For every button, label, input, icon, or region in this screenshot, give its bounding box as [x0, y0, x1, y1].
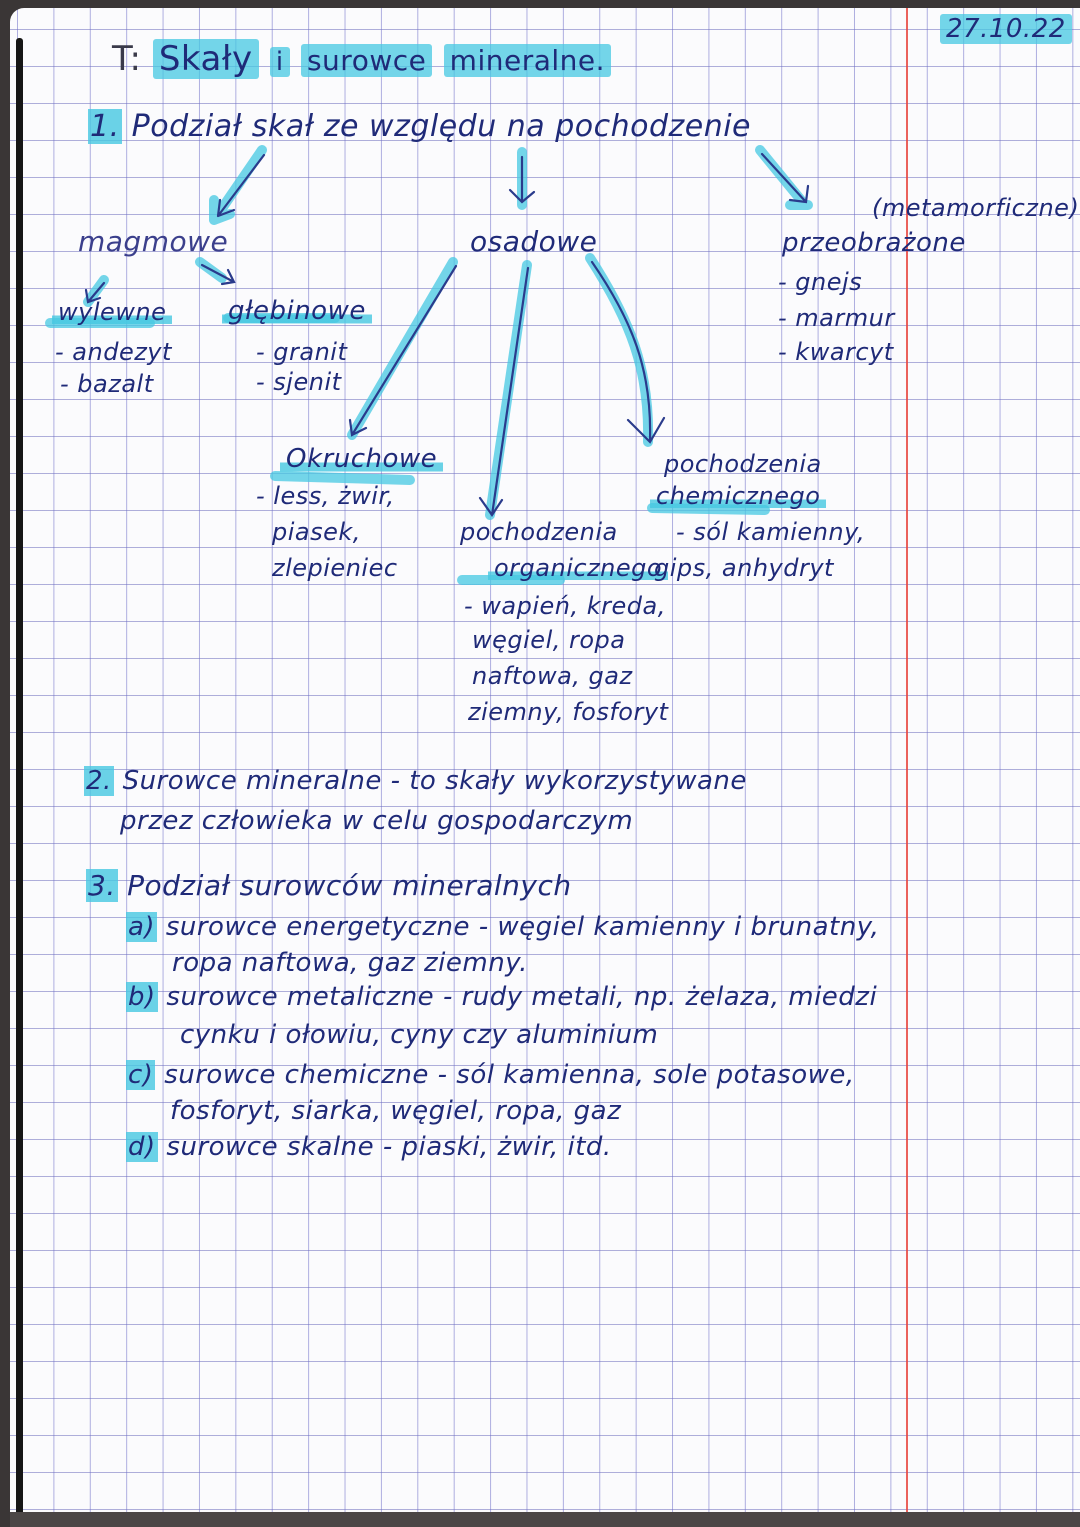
date-text: 27.10.22: [940, 14, 1072, 44]
section2-line2: przez człowieka w celu gospodarczym: [120, 806, 634, 836]
category-osadowe: osadowe: [470, 225, 598, 258]
organiczne-line-2: węgiel, ropa: [472, 626, 626, 654]
chemiczne-line-1: - sól kamienny,: [676, 518, 866, 546]
organiczne-line-4: ziemny, fosforyt: [468, 698, 669, 726]
item-gnejs: - gnejs: [778, 268, 863, 296]
item-a-letter: a): [126, 912, 158, 942]
organiczne-label-line1: pochodzenia: [460, 518, 618, 546]
section3-item-b-line2: cynku i ołowiu, cyny czy aluminium: [180, 1020, 659, 1050]
section3-item-c-line1: c) surowce chemiczne - sól kamienna, sol…: [126, 1060, 855, 1090]
organiczne-line-3: naftowa, gaz: [472, 662, 633, 690]
chemiczne-label-line1: pochodzenia: [664, 450, 822, 478]
category-magmowe: magmowe: [78, 225, 229, 258]
item-a-line1-text: surowce energetyczne - węgiel kamienny i…: [165, 912, 880, 942]
subcategory-okruchowe-label: Okruchowe: [280, 444, 444, 474]
section2-number: 2.: [84, 766, 114, 796]
subcategory-wylewne: wylewne: [52, 298, 173, 326]
item-c-letter: c): [126, 1060, 156, 1090]
title-word-surowce: surowce: [300, 44, 433, 77]
section1-heading-text: Podział skał ze względu na pochodzenie: [131, 109, 752, 144]
subcategory-glebinowe: głębinowe: [222, 296, 372, 326]
item-b-letter: b): [126, 982, 158, 1012]
chemiczne-line-2: gips, anhydryt: [654, 554, 834, 582]
notebook-binding-edge: [16, 38, 23, 1518]
section2-line1-text: Surowce mineralne - to skały wykorzystyw…: [122, 766, 747, 796]
subcategory-wylewne-label: wylewne: [52, 298, 173, 326]
item-sjenit: - sjenit: [256, 368, 342, 396]
section1-heading: 1. Podział skał ze względu na pochodzeni…: [88, 109, 752, 144]
przeobrazone-note: (metamorficzne): [872, 194, 1080, 222]
section3-item-d-line1: d) surowce skalne - piaski, żwir, itd.: [126, 1132, 612, 1162]
chemiczne-label-line2: chemicznego: [650, 482, 827, 510]
notebook-page: [10, 8, 1080, 1518]
organiczne-label-line2: organicznego: [488, 554, 669, 582]
section3-item-a-line2: ropa naftowa, gaz ziemny.: [172, 948, 528, 978]
title-word-i: i: [269, 47, 290, 77]
item-c-line1-text: surowce chemiczne - sól kamienna, sole p…: [164, 1060, 855, 1090]
page-bottom-shadow: [10, 1512, 1080, 1527]
subcategory-glebinowe-label: głębinowe: [222, 296, 372, 326]
page-title: T: Skały i surowce mineralne.: [112, 39, 612, 79]
item-marmur: - marmur: [778, 304, 895, 332]
subcategory-okruchowe: Okruchowe: [280, 444, 444, 474]
section3-item-b-line1: b) surowce metaliczne - rudy metali, np.…: [126, 982, 878, 1012]
category-przeobrazone: przeobrażone: [782, 228, 966, 258]
item-b-line1-text: surowce metaliczne - rudy metali, np. że…: [166, 982, 878, 1012]
red-margin-line: [906, 8, 908, 1518]
item-kwarcyt: - kwarcyt: [778, 338, 894, 366]
item-d-letter: d): [126, 1132, 158, 1162]
item-bazalt: - bazalt: [60, 370, 154, 398]
item-granit: - granit: [256, 338, 348, 366]
okruchowe-line-3: zlepieniec: [272, 554, 398, 582]
title-prefix: T:: [112, 39, 142, 79]
chemiczne-label-text: chemicznego: [650, 482, 827, 510]
title-word-mineralne: mineralne.: [443, 44, 612, 77]
item-d-line1-text: surowce skalne - piaski, żwir, itd.: [166, 1132, 612, 1162]
organiczne-line-1: - wapień, kreda,: [464, 592, 666, 620]
date-label: 27.10.22: [940, 14, 1072, 44]
item-andezyt: - andezyt: [55, 338, 172, 366]
section3-number: 3.: [86, 869, 118, 902]
section3-item-a-line1: a) surowce energetyczne - węgiel kamienn…: [126, 912, 880, 942]
okruchowe-line-2: piasek,: [272, 518, 361, 546]
title-word-skaly: Skały: [152, 39, 259, 79]
organiczne-label-text: organicznego: [488, 554, 669, 582]
section3-heading-text: Podział surowców mineralnych: [127, 869, 572, 902]
section3-heading: 3. Podział surowców mineralnych: [86, 869, 572, 902]
section1-number: 1.: [88, 109, 122, 144]
section3-item-c-line2: fosforyt, siarka, węgiel, ropa, gaz: [170, 1096, 622, 1126]
section2-line1: 2. Surowce mineralne - to skały wykorzys…: [84, 766, 747, 796]
okruchowe-line-1: - less, żwir,: [256, 482, 395, 510]
